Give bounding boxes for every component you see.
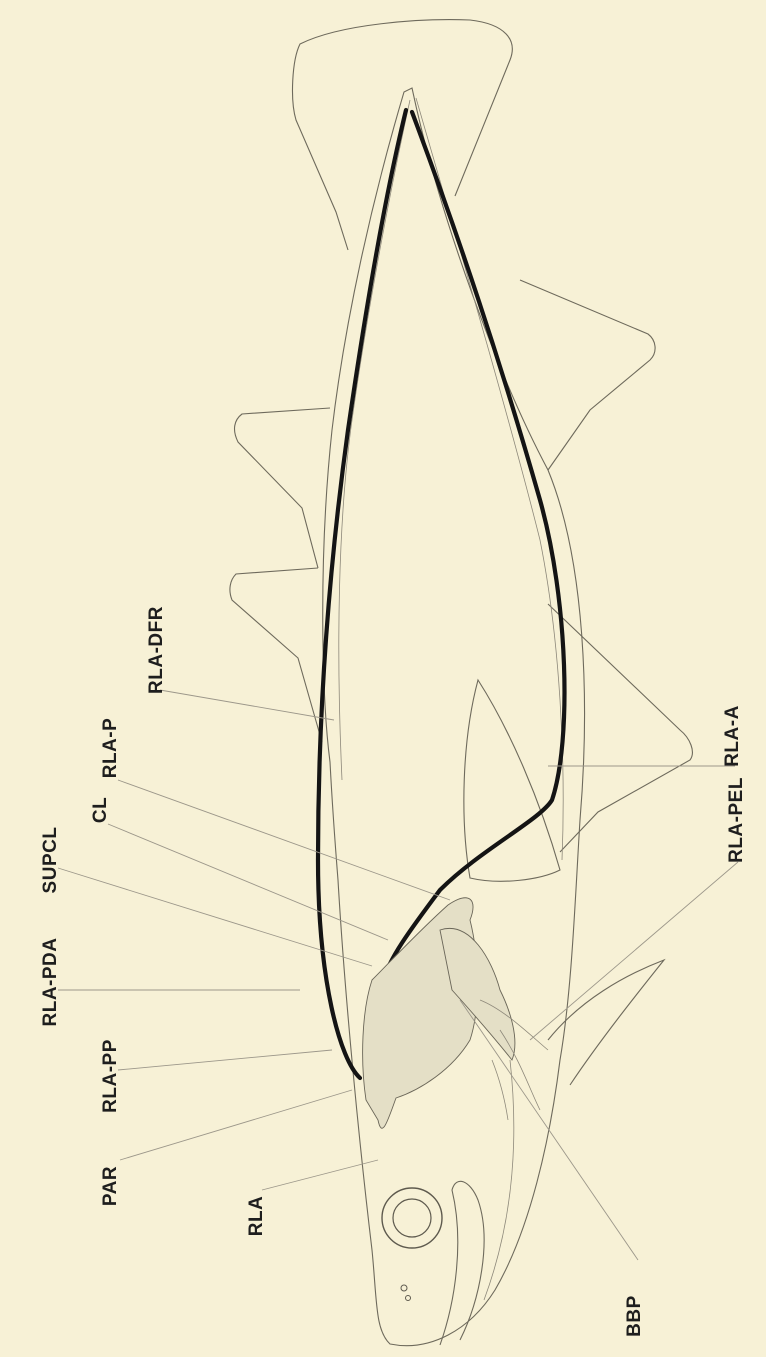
fish-body-outline [323, 88, 585, 1346]
label-cl: CL [90, 797, 111, 823]
pectoral-fin [464, 680, 560, 881]
ventral-lateral-line [416, 98, 563, 860]
label-rla-pp: RLA-PP [100, 1039, 121, 1113]
eye-outer [382, 1188, 442, 1248]
label-supcl: SUPCL [40, 827, 61, 894]
second-anal-fin [520, 280, 655, 470]
leader-cl [108, 824, 388, 940]
second-dorsal-fin [235, 408, 330, 568]
label-rla-p: RLA-P [100, 718, 121, 779]
leader-rla-p [118, 780, 450, 900]
label-rla-pel: RLA-PEL [726, 777, 747, 863]
leader-supcl [58, 868, 372, 966]
eye-inner [393, 1199, 431, 1237]
label-rla-pda: RLA-PDA [40, 938, 61, 1027]
nostril [401, 1285, 407, 1291]
label-rla-a: RLA-A [722, 705, 743, 767]
leader-rla [262, 1160, 378, 1190]
label-rla-dfr: RLA-DFR [146, 606, 167, 694]
leader-rla-pp [118, 1050, 332, 1070]
leader-par [120, 1090, 352, 1160]
mouth-jaw [440, 1181, 484, 1345]
label-bbp: BBP [624, 1295, 645, 1337]
nostril-2 [406, 1296, 411, 1301]
ventral-nerve [384, 112, 565, 980]
label-par: PAR [100, 1166, 121, 1206]
label-rla: RLA [246, 1196, 267, 1237]
operculum [484, 1060, 514, 1300]
leader-rla-pel [530, 862, 738, 1040]
first-anal-fin [548, 604, 692, 852]
